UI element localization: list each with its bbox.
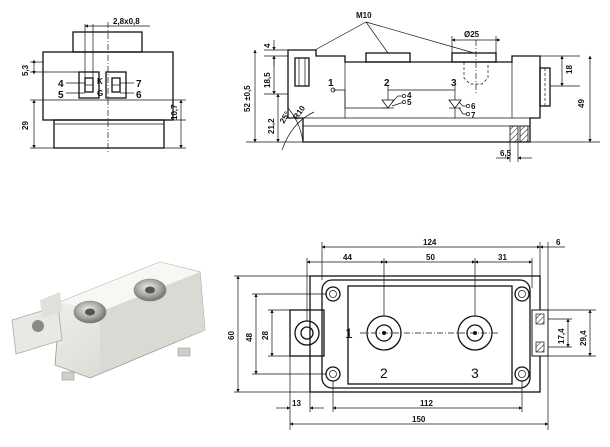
dim-21-2: 21,2 [267, 118, 276, 134]
terminal-2-cap [365, 52, 411, 63]
aux-connector-top [535, 313, 545, 325]
pin-size-label: 2,8x0,8 [113, 17, 140, 26]
side-aux-6: 6 [471, 102, 476, 111]
dim-13: 13 [292, 399, 301, 408]
pin-7-label: 7 [136, 79, 142, 90]
aux-connector-bottom [535, 341, 545, 353]
m10-label: M10 [356, 11, 372, 20]
front-view-base [53, 119, 165, 149]
dim-44: 44 [343, 253, 352, 262]
front-view-cap [72, 31, 143, 53]
dim-6-5: 6,5 [500, 149, 512, 158]
aux-housing-right [105, 71, 127, 99]
radius-r10: R10 [291, 104, 307, 122]
dim-29-4: 29,4 [579, 330, 588, 346]
dim-48: 48 [245, 333, 254, 342]
pin-5-label: 5 [58, 90, 64, 101]
thyristor-2-symbol [448, 99, 462, 109]
terminal-2-number: 2 [380, 365, 388, 381]
side-view-body [287, 49, 541, 143]
module-photo [11, 261, 206, 381]
k-label: K [97, 77, 103, 86]
plan-top-housing [347, 285, 513, 385]
terminal-1-number: 1 [345, 325, 353, 341]
side-pin-3: 3 [451, 78, 457, 89]
dim-17-4: 17,4 [557, 328, 566, 344]
g-label: G [97, 89, 103, 98]
dim-28: 28 [261, 331, 270, 340]
pin-4-label: 4 [58, 79, 64, 90]
side-aux-4: 4 [407, 91, 412, 100]
dim-4: 4 [263, 43, 272, 48]
corner-holes [325, 286, 530, 382]
plan-body-outline [321, 279, 531, 389]
dim-112: 112 [420, 399, 433, 408]
terminal-3-number: 3 [471, 365, 479, 381]
terminal-1-ring [294, 320, 320, 346]
terminal-3-cap [451, 52, 497, 63]
dim-50: 50 [426, 253, 435, 262]
side-view: M10 Ø25 4 18,5 52 ±0,5 21,2 25° R10 18 4… [243, 11, 600, 162]
dim-31: 31 [498, 253, 507, 262]
dim-29: 29 [21, 121, 30, 130]
angle-25: 25° [278, 110, 292, 125]
thyristor-1-symbol [381, 99, 395, 109]
dia-25-label: Ø25 [464, 30, 480, 39]
dim-6: 6 [556, 238, 561, 247]
dim-60: 60 [227, 331, 236, 340]
aux-housing-left [78, 71, 100, 99]
dim-18-5: 18,5 [263, 72, 272, 88]
dim-5-3: 5,3 [21, 64, 30, 76]
side-pin-1: 1 [328, 78, 334, 89]
dim-150: 150 [412, 415, 426, 424]
dim-124: 124 [423, 238, 437, 247]
pin-6-label: 6 [136, 90, 142, 101]
hatched-section [509, 125, 519, 143]
side-aux-5: 5 [407, 98, 412, 107]
side-pin-2: 2 [384, 78, 390, 89]
dim-18: 18 [565, 65, 574, 74]
dim-49: 49 [577, 99, 586, 108]
front-view: 2,8x0,8 K G 4 5 7 6 5,3 29 10,7 [21, 17, 186, 152]
mounting-lug [294, 57, 310, 87]
dim-52: 52 ±0,5 [243, 85, 252, 112]
side-aux-7: 7 [471, 111, 476, 120]
dim-10-7: 10,7 [170, 104, 179, 120]
plan-view: 1 2 3 124 6 44 50 31 60 48 28 [227, 238, 596, 430]
